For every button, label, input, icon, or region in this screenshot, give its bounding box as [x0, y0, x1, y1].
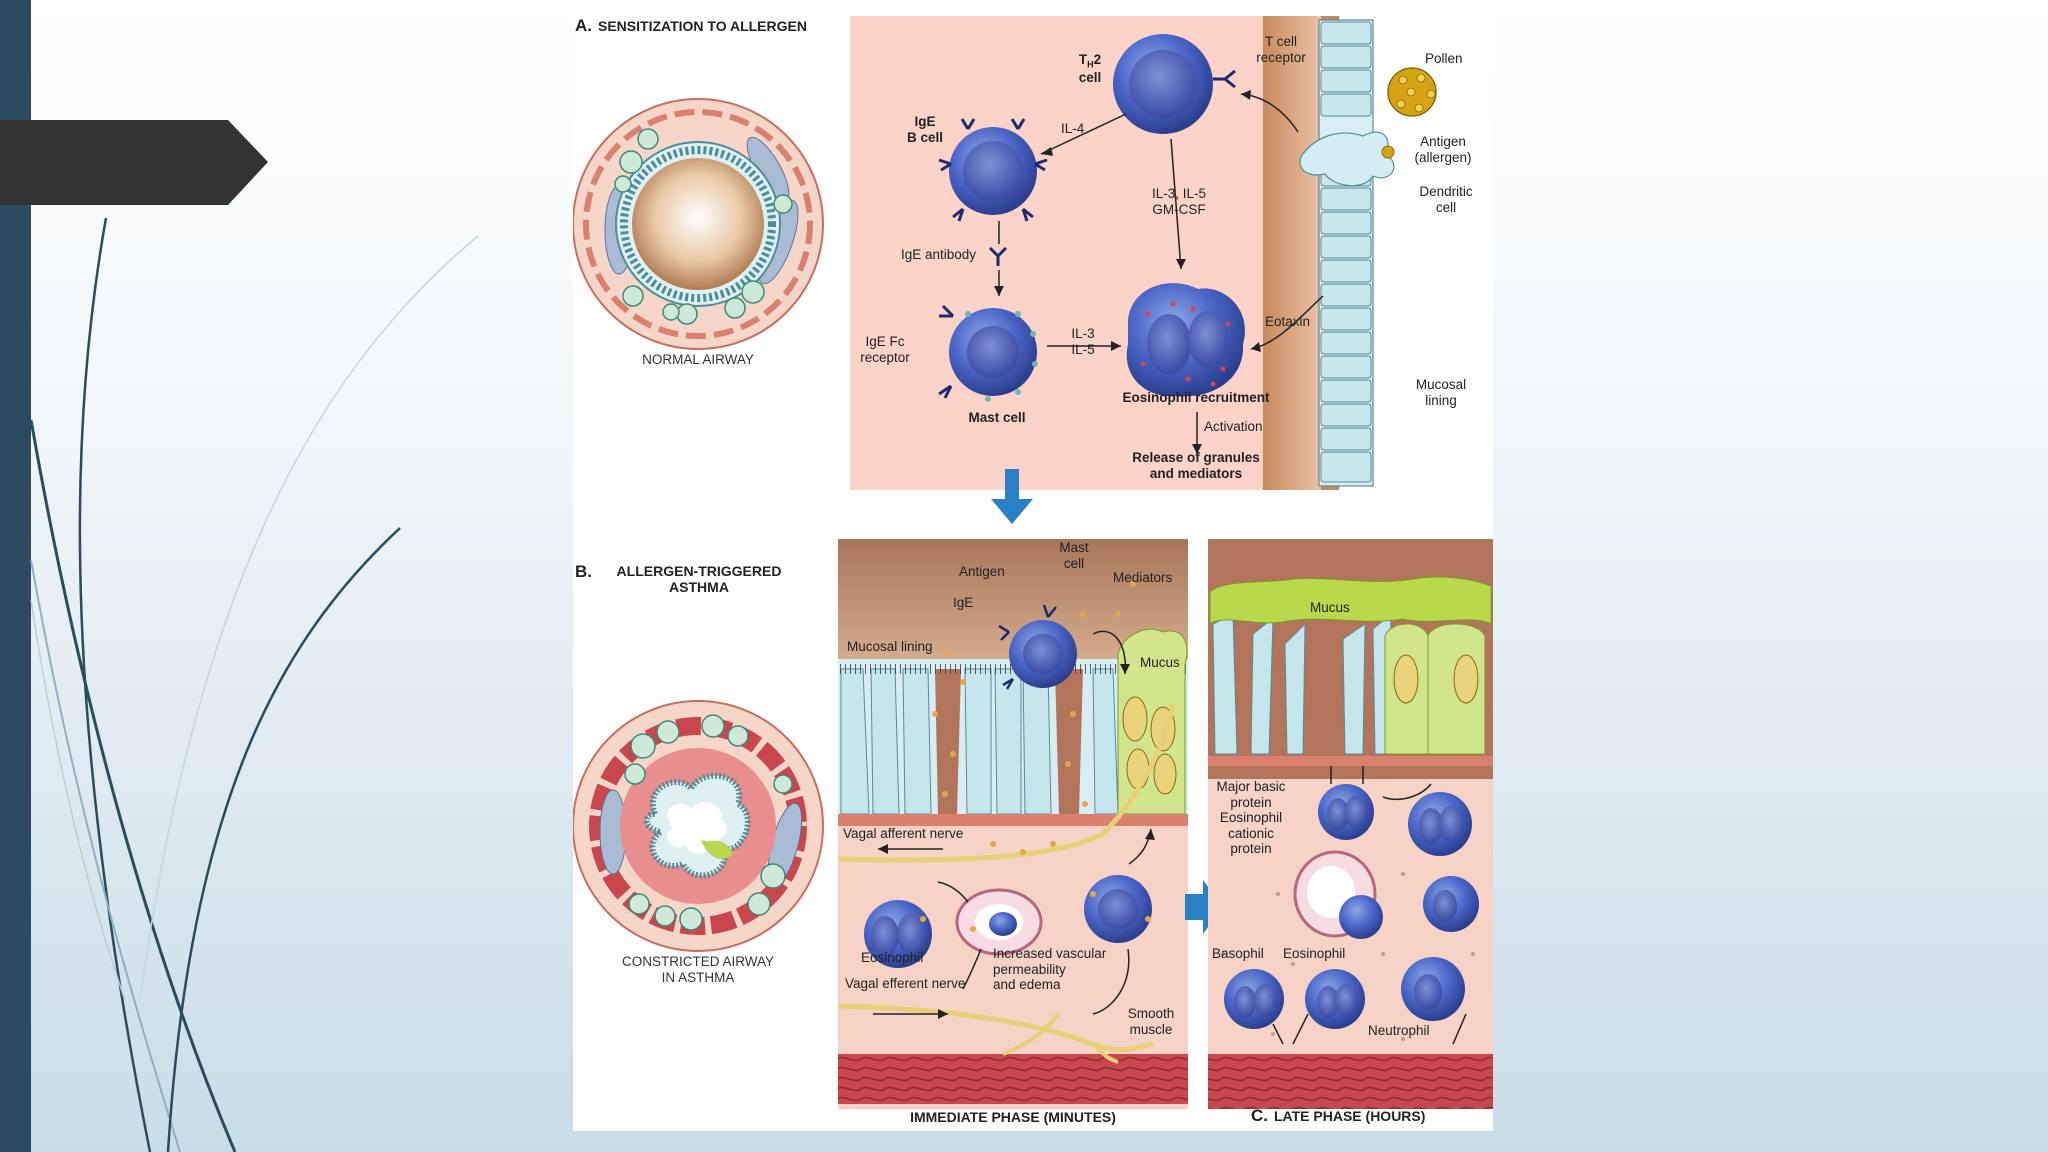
increased-line3: and edema	[993, 977, 1061, 993]
neutrophil-label: Neutrophil	[1368, 1023, 1430, 1038]
th2-t: T	[1078, 52, 1088, 67]
dendritic-line1: Dendritic	[1419, 184, 1473, 199]
normal-airway-caption: NORMAL AIRWAY	[642, 352, 754, 367]
mucus-label-b: Mucus	[1140, 655, 1180, 670]
mast-cell-label-a: Mast cell	[968, 410, 1026, 425]
il3-il5-gmcsf-label: IL-3, IL-5 GM-CSF	[1152, 186, 1206, 217]
eosinophil-label-b: Eosinophil	[861, 950, 924, 965]
th2-cell-label: TH2 cell	[1079, 52, 1102, 86]
mast-b-line1: Mast	[1059, 540, 1089, 555]
constricted-airway-line1: CONSTRICTED AIRWAY	[621, 954, 775, 969]
ige-b-cell-label: IgE B cell	[907, 114, 943, 145]
il5-2: IL-5	[1071, 341, 1095, 357]
ige-fc-line1: IgE Fc	[865, 334, 905, 349]
figure-illustration	[573, 16, 1493, 1109]
section-a-title: SENSITIZATION TO ALLERGEN	[598, 18, 807, 34]
increased-line1: Increased vascular	[993, 946, 1107, 961]
t-cell-receptor-line1: T cell	[1264, 34, 1297, 49]
ige-b-cell-line2: B cell	[906, 129, 944, 145]
section-a-heading: A. SENSITIZATION TO ALLERGEN	[575, 16, 807, 36]
smooth-muscle-label: Smooth muscle	[1128, 1006, 1175, 1037]
th2-tail: 2	[1093, 52, 1102, 67]
release-line1: Release of granules	[1132, 450, 1260, 465]
mucosal-lining-label-b: Mucosal lining	[847, 639, 933, 654]
il4-label: IL-4	[1061, 121, 1085, 136]
dendritic-cell-label: Dendritic cell	[1419, 184, 1472, 215]
mbp-line1: Major basic	[1216, 779, 1286, 794]
smooth-line2: muscle	[1129, 1021, 1173, 1037]
constricted-airway-line2: IN ASTHMA	[661, 969, 735, 985]
mbp-line2: protein	[1230, 794, 1272, 810]
release-granules-label: Release of granules and mediators	[1132, 450, 1260, 481]
ige-b-cell-line1: IgE	[914, 114, 936, 129]
mbp-line3: Eosinophil	[1219, 810, 1283, 826]
major-basic-protein-label: Major basic protein Eosinophil cationic …	[1216, 779, 1285, 857]
section-a-letter: A.	[575, 16, 592, 35]
section-b-title-line1: ALLERGEN-TRIGGERED	[616, 563, 782, 579]
mucosal-a-line1: Mucosal	[1415, 377, 1467, 392]
il3-2: IL-3	[1071, 326, 1095, 341]
vascular-permeability-label: Increased vascular permeability and edem…	[993, 946, 1106, 993]
immediate-phase-title: IMMEDIATE PHASE (MINUTES)	[910, 1109, 1116, 1125]
eotaxin-label: Eotaxin	[1265, 314, 1311, 329]
mucus-label-c: Mucus	[1310, 600, 1350, 615]
section-b-title: ALLERGEN-TRIGGERED ASTHMA	[617, 563, 782, 595]
decorative-curves	[29, 217, 479, 1152]
section-c-heading: C. LATE PHASE (HOURS)	[1251, 1106, 1425, 1126]
mucosal-a-line2: lining	[1425, 392, 1457, 408]
ige-fc-receptor-label: IgE Fc receptor	[860, 334, 910, 365]
increased-line2: permeability	[993, 961, 1066, 977]
basophil-label: Basophil	[1212, 946, 1264, 961]
section-b-letter: B.	[575, 562, 592, 581]
mbp-line4: cationic	[1228, 825, 1274, 841]
ige-antibody-label: IgE antibody	[901, 247, 977, 262]
mast-cell-label-b: Mast cell	[1059, 540, 1088, 571]
antigen-line1: Antigen	[1420, 134, 1466, 149]
dendritic-line2: cell	[1435, 199, 1457, 215]
section-b-title-line2: ASTHMA	[669, 579, 729, 596]
section-c-letter: C.	[1251, 1106, 1268, 1125]
activation-label: Activation	[1204, 419, 1263, 434]
section-c-title: LATE PHASE (HOURS)	[1274, 1108, 1426, 1124]
il3-il5-line2: GM-CSF	[1152, 201, 1206, 217]
eosinophil-recruitment-label: Eosinophil recruitment	[1122, 390, 1270, 405]
release-line2: and mediators	[1149, 465, 1243, 481]
mucosal-lining-label-a: Mucosal lining	[1416, 377, 1466, 408]
asthma-pathogenesis-figure: A. SENSITIZATION TO ALLERGEN B. ALLERGEN-…	[573, 14, 1493, 1131]
th2-cell-word: cell	[1078, 70, 1102, 86]
pollen-label: Pollen	[1425, 51, 1463, 66]
t-cell-receptor-label: T cell receptor	[1256, 34, 1306, 65]
ige-label-b: IgE	[953, 595, 974, 610]
antigen-allergen-label: Antigen (allergen)	[1414, 134, 1471, 165]
smooth-line1: Smooth	[1127, 1006, 1175, 1021]
mast-b-line2: cell	[1063, 555, 1085, 571]
th2-sub: H	[1087, 59, 1094, 70]
vagal-efferent-label: Vagal efferent nerve	[845, 976, 966, 991]
vagal-afferent-label: Vagal afferent nerve	[843, 826, 964, 841]
slide-arrow-tab	[0, 120, 268, 205]
il3-il5-line1: IL-3, IL-5	[1151, 186, 1207, 201]
antigen-label-b: Antigen	[959, 564, 1005, 579]
antigen-line2: (allergen)	[1414, 149, 1472, 165]
constricted-airway-caption: CONSTRICTED AIRWAY IN ASTHMA	[622, 954, 774, 985]
mbp-line5: protein	[1230, 841, 1272, 857]
ige-fc-line2: receptor	[860, 349, 910, 365]
t-cell-receptor-line2: receptor	[1256, 49, 1306, 65]
eosinophil-label-c: Eosinophil	[1283, 946, 1346, 961]
il3-il5-label-2: IL-3 IL-5	[1071, 326, 1094, 357]
mediators-label: Mediators	[1113, 570, 1173, 585]
section-b-heading: B.	[575, 562, 598, 582]
